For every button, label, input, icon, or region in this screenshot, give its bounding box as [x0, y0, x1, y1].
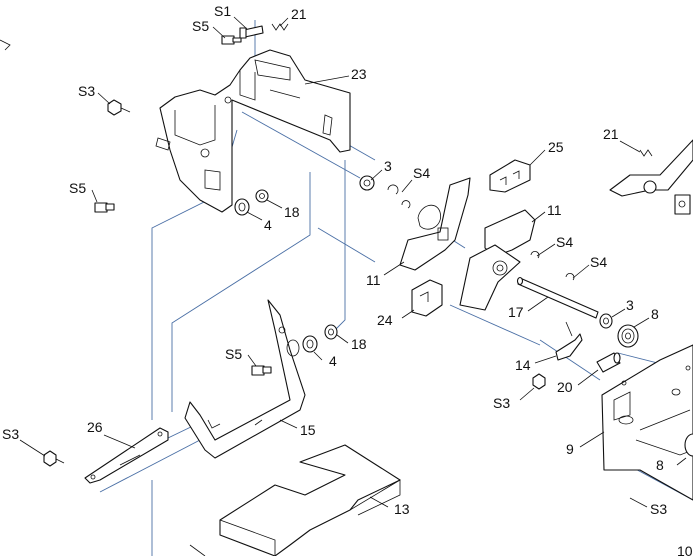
plate-25	[489, 159, 531, 193]
e-ring-s4-mid	[530, 250, 540, 259]
callout-8-upper: 8	[651, 306, 659, 322]
callout-3-upper: 3	[384, 158, 392, 174]
callout-3-lower: 3	[626, 297, 634, 313]
callout-s5-mid: S5	[225, 346, 242, 362]
callout-s3-left: S3	[78, 83, 95, 99]
callout-23: 23	[351, 66, 367, 82]
callout-11-right: 11	[547, 202, 562, 218]
foam-pad-13	[219, 444, 401, 556]
leader-lines	[19, 16, 687, 508]
partial-part-bottom	[189, 544, 206, 556]
callout-26: 26	[87, 419, 103, 435]
callout-4-upper: 4	[264, 217, 272, 233]
callout-20: 20	[557, 379, 573, 395]
side-plate-9	[601, 344, 693, 501]
callout-4-lower: 4	[329, 353, 337, 369]
callout-14: 14	[515, 357, 531, 373]
callout-s3-mid: S3	[493, 395, 510, 411]
washer-3-upper	[359, 175, 375, 191]
bracket-11-left	[399, 177, 471, 271]
screw-s3-left	[107, 99, 131, 116]
callout-s4-mid: S4	[556, 234, 573, 250]
e-ring-s4-right	[565, 272, 575, 281]
lever-14	[555, 321, 583, 361]
callout-8-lower: 8	[656, 457, 664, 473]
callout-10: 10	[677, 543, 693, 556]
callout-9: 9	[566, 441, 574, 457]
screw-s3-bottom	[43, 450, 65, 467]
callout-15: 15	[300, 422, 316, 438]
screw-s5-left	[94, 202, 115, 213]
bracket-26	[84, 427, 169, 484]
partial-part-top-left	[0, 39, 11, 51]
screw-s5-mid	[251, 365, 272, 376]
washer-3-lower	[599, 313, 613, 329]
spring-21-right	[639, 149, 653, 157]
callout-21-right: 21	[603, 126, 619, 142]
callout-25: 25	[548, 139, 564, 155]
callout-s3-bottom: S3	[2, 426, 19, 442]
callout-13: 13	[394, 501, 410, 517]
washer-4-lower	[302, 335, 318, 353]
spring-21-top	[271, 23, 289, 31]
callout-labels: S1 S5 21 23 S3 S5 4 18 3 S4 25 21 11 11 …	[2, 3, 693, 556]
shaft-17	[516, 276, 599, 319]
callout-s5-top: S5	[192, 18, 209, 34]
callout-11-left: 11	[366, 272, 381, 288]
e-ring-s4-upper	[387, 184, 411, 209]
bracket-11-right	[459, 209, 536, 311]
callout-s4-upper: S4	[413, 165, 430, 181]
callout-18-lower: 18	[351, 336, 367, 352]
upper-right-bracket	[609, 139, 693, 215]
screw-s1	[239, 25, 264, 39]
screw-s3-mid	[532, 373, 546, 390]
gear-8-upper	[617, 324, 639, 348]
callout-s4-right: S4	[590, 254, 607, 270]
washer-4-upper	[234, 198, 250, 216]
callout-17: 17	[508, 304, 524, 320]
callout-s3-right: S3	[650, 501, 667, 517]
bushing-18-upper	[255, 189, 269, 203]
roller-20	[596, 352, 621, 373]
callout-21-top: 21	[291, 6, 307, 22]
frame-bracket-23	[155, 49, 351, 213]
screw-s5-top	[221, 35, 242, 45]
plate-24	[411, 279, 443, 317]
gear-8-lower	[684, 433, 693, 457]
callout-24: 24	[377, 312, 393, 328]
callout-18-upper: 18	[284, 204, 300, 220]
callout-s5-left: S5	[69, 180, 86, 196]
frame-15	[184, 299, 306, 459]
callout-s1: S1	[214, 3, 231, 19]
bushing-18-lower	[324, 324, 338, 340]
